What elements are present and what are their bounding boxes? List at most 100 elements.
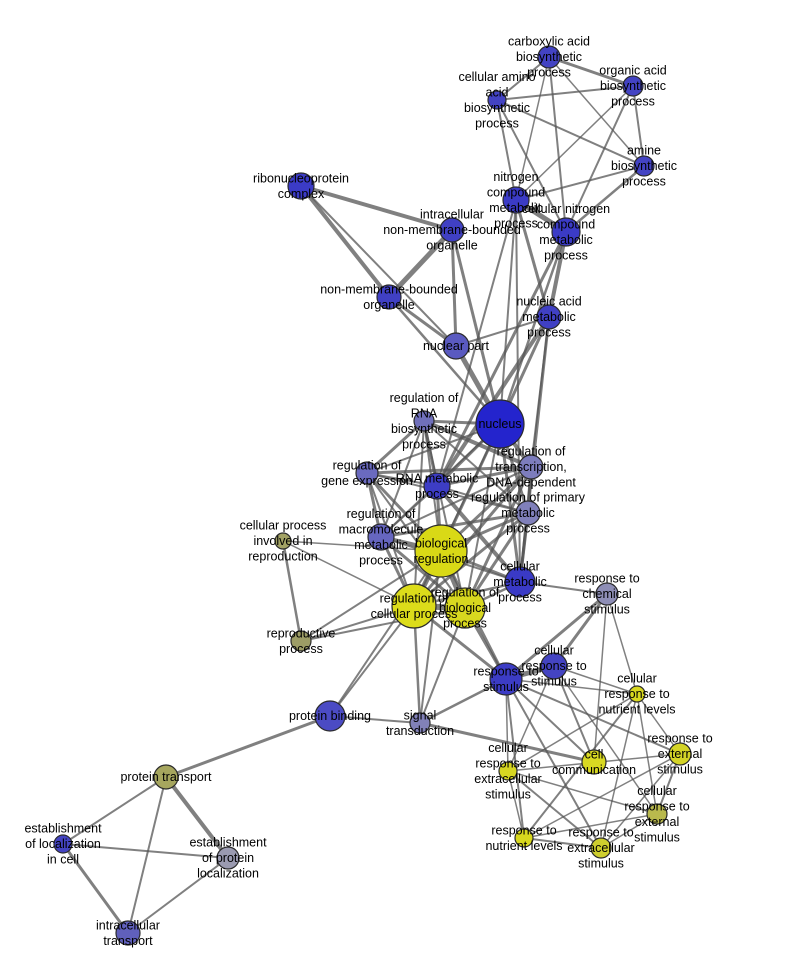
graph-edge xyxy=(418,721,596,764)
graph-edge xyxy=(436,485,529,514)
node-label: establishment xyxy=(24,822,102,836)
graph-edge xyxy=(455,316,550,347)
graph-edge xyxy=(164,714,332,779)
graph-edge xyxy=(504,592,609,681)
edge-layer xyxy=(61,55,681,935)
graph-edge xyxy=(423,420,466,609)
node-non_membrane_bounded_organelle[interactable]: non-membrane-bounded organelle xyxy=(376,284,402,310)
node-ribonucleoprotein_complex[interactable]: ribonucleoprotein complex xyxy=(287,172,315,200)
graph-edge xyxy=(505,678,681,755)
graph-edge xyxy=(523,813,658,839)
node-response_to_chemical_stimulus[interactable]: response to chemical stimulus xyxy=(595,582,619,606)
node-nitrogen_compound_metabolic_process[interactable]: nitrogen compound metabolic process xyxy=(502,186,530,214)
node-establishment_of_localization_in_cell[interactable]: establishment of localization in cell xyxy=(53,834,73,854)
graph-edge xyxy=(365,419,426,475)
graph-edge xyxy=(62,776,167,845)
graph-edge xyxy=(507,693,638,772)
node-label: organic acid xyxy=(599,64,666,78)
node-nucleic_acid_metabolic_process[interactable]: nucleic acid metabolic process xyxy=(536,304,562,330)
graph-edge xyxy=(450,228,502,426)
node-nucleus[interactable]: nucleus xyxy=(475,399,525,449)
graph-edge xyxy=(565,85,634,233)
graph-edge xyxy=(547,55,635,88)
node-regulation_of_macromolecule_metabolic_process[interactable]: regulation of macromolecule metabolic pr… xyxy=(367,523,395,551)
graph-edge xyxy=(507,770,602,849)
node-regulation_of_transcription_dna_dependent[interactable]: regulation of transcription, DNA-depende… xyxy=(518,454,544,480)
graph-edge xyxy=(548,56,567,233)
graph-edge xyxy=(507,665,555,772)
graph-edge xyxy=(61,842,130,935)
graph-edge xyxy=(496,99,567,233)
node-cellular_response_to_nutrient_levels[interactable]: cellular response to nutrient levels xyxy=(628,685,646,703)
node-label: cellular process xyxy=(240,519,327,533)
graph-edge xyxy=(464,423,501,609)
graph-edge xyxy=(300,185,457,347)
node-regulation_of_gene_expression[interactable]: regulation of gene expression xyxy=(355,461,379,485)
node-carboxylic_acid_biosynthetic_process[interactable]: carboxylic acid biosynthetic process xyxy=(537,45,561,69)
node-cellular_metabolic_process[interactable]: cellular metabolic process xyxy=(504,566,536,598)
graph-edge xyxy=(127,776,167,934)
node-intracellular_transport[interactable]: intracellular transport xyxy=(115,920,141,946)
node-label: cellular xyxy=(617,672,657,686)
graph-edge xyxy=(606,593,638,695)
graph-edge xyxy=(552,592,609,668)
node-rna_metabolic_process[interactable]: RNA metabolic process xyxy=(423,472,451,500)
graph-edge xyxy=(507,770,525,839)
graph-edge xyxy=(299,184,391,299)
graph-edge xyxy=(436,199,517,487)
graph-edge xyxy=(365,465,533,475)
node-protein_binding[interactable]: protein binding xyxy=(314,700,346,732)
graph-edge xyxy=(564,164,646,234)
graph-edge xyxy=(164,775,230,860)
node-regulation_of_biological_process[interactable]: regulation of biological process xyxy=(444,587,486,629)
node-nuclear_part[interactable]: nuclear part xyxy=(442,332,470,360)
graph-edge xyxy=(412,511,530,608)
node-biological_regulation[interactable]: biological regulation xyxy=(414,524,468,578)
node-cell_communication[interactable]: cell communication xyxy=(581,749,607,775)
graph-edge xyxy=(632,85,645,167)
node-regulation_of_cellular_process[interactable]: regulation of cellular process xyxy=(391,583,437,629)
graph-edge xyxy=(419,550,442,724)
node-regulation_of_primary_metabolic_process[interactable]: regulation of primary metabolic process xyxy=(515,500,541,526)
graph-edge xyxy=(515,56,550,201)
graph-edge xyxy=(450,228,458,348)
graph-edge xyxy=(300,550,442,642)
graph-edge xyxy=(548,56,645,167)
node-cellular_nitrogen_compound_metabolic_process[interactable]: cellular nitrogen compound metabolic pro… xyxy=(551,217,581,247)
node-response_to_stimulus[interactable]: response to stimulus xyxy=(489,662,523,696)
node-organic_acid_biosynthetic_process[interactable]: organic acid biosynthetic process xyxy=(622,75,644,97)
graph-edge xyxy=(507,770,658,815)
node-cellular_response_to_external_stimulus[interactable]: cellular response to external stimulus xyxy=(646,803,668,825)
node-regulation_of_rna_biosynthetic_process[interactable]: regulation of RNA biosynthetic process xyxy=(413,410,435,432)
node-cellular_amino_acid_biosynthetic_process[interactable]: cellular amino acid biosynthetic process xyxy=(487,90,507,110)
node-cellular_response_to_stimulus[interactable]: cellular response to stimulus xyxy=(540,652,568,680)
node-label: reproduction xyxy=(248,550,318,564)
graph-edge xyxy=(636,693,658,815)
graph-edge xyxy=(422,419,533,469)
graph-edge xyxy=(523,693,638,839)
graph-edge xyxy=(413,420,425,607)
graph-edge xyxy=(553,665,638,695)
node-intracellular_non_membrane_bounded_organelle[interactable]: intracellular non-membrane-bounded organ… xyxy=(439,217,465,243)
node-amine_biosynthetic_process[interactable]: amine biosynthetic process xyxy=(633,155,655,177)
graph-edge xyxy=(515,85,634,201)
node-cellular_response_to_extracellular_stimulus[interactable]: cellular response to extracellular stimu… xyxy=(498,761,518,781)
node-label: cellular xyxy=(637,784,677,798)
node-response_to_extracellular_stimulus[interactable]: response to extracellular stimulus xyxy=(590,837,612,859)
node-response_to_nutrient_levels[interactable]: response to nutrient levels xyxy=(514,828,534,848)
node-signal_transduction[interactable]: signal transduction xyxy=(409,712,431,734)
graph-edge xyxy=(496,99,645,167)
graph-edge xyxy=(498,230,568,426)
node-cellular_process_involved_in_reproduction[interactable]: cellular process involved in reproductio… xyxy=(274,532,292,550)
graph-edge xyxy=(329,605,415,717)
node-protein_transport[interactable]: protein transport xyxy=(153,764,179,790)
graph-edge xyxy=(636,693,681,755)
node-establishment_of_protein_localization[interactable]: establishment of protein localization xyxy=(216,846,240,870)
graph-edge xyxy=(127,857,229,934)
node-reproductive_process[interactable]: reproductive process xyxy=(290,630,312,652)
graph-edge xyxy=(379,511,530,539)
graph-edge xyxy=(435,230,568,488)
node-response_to_external_stimulus[interactable]: response to external stimulus xyxy=(668,742,692,766)
